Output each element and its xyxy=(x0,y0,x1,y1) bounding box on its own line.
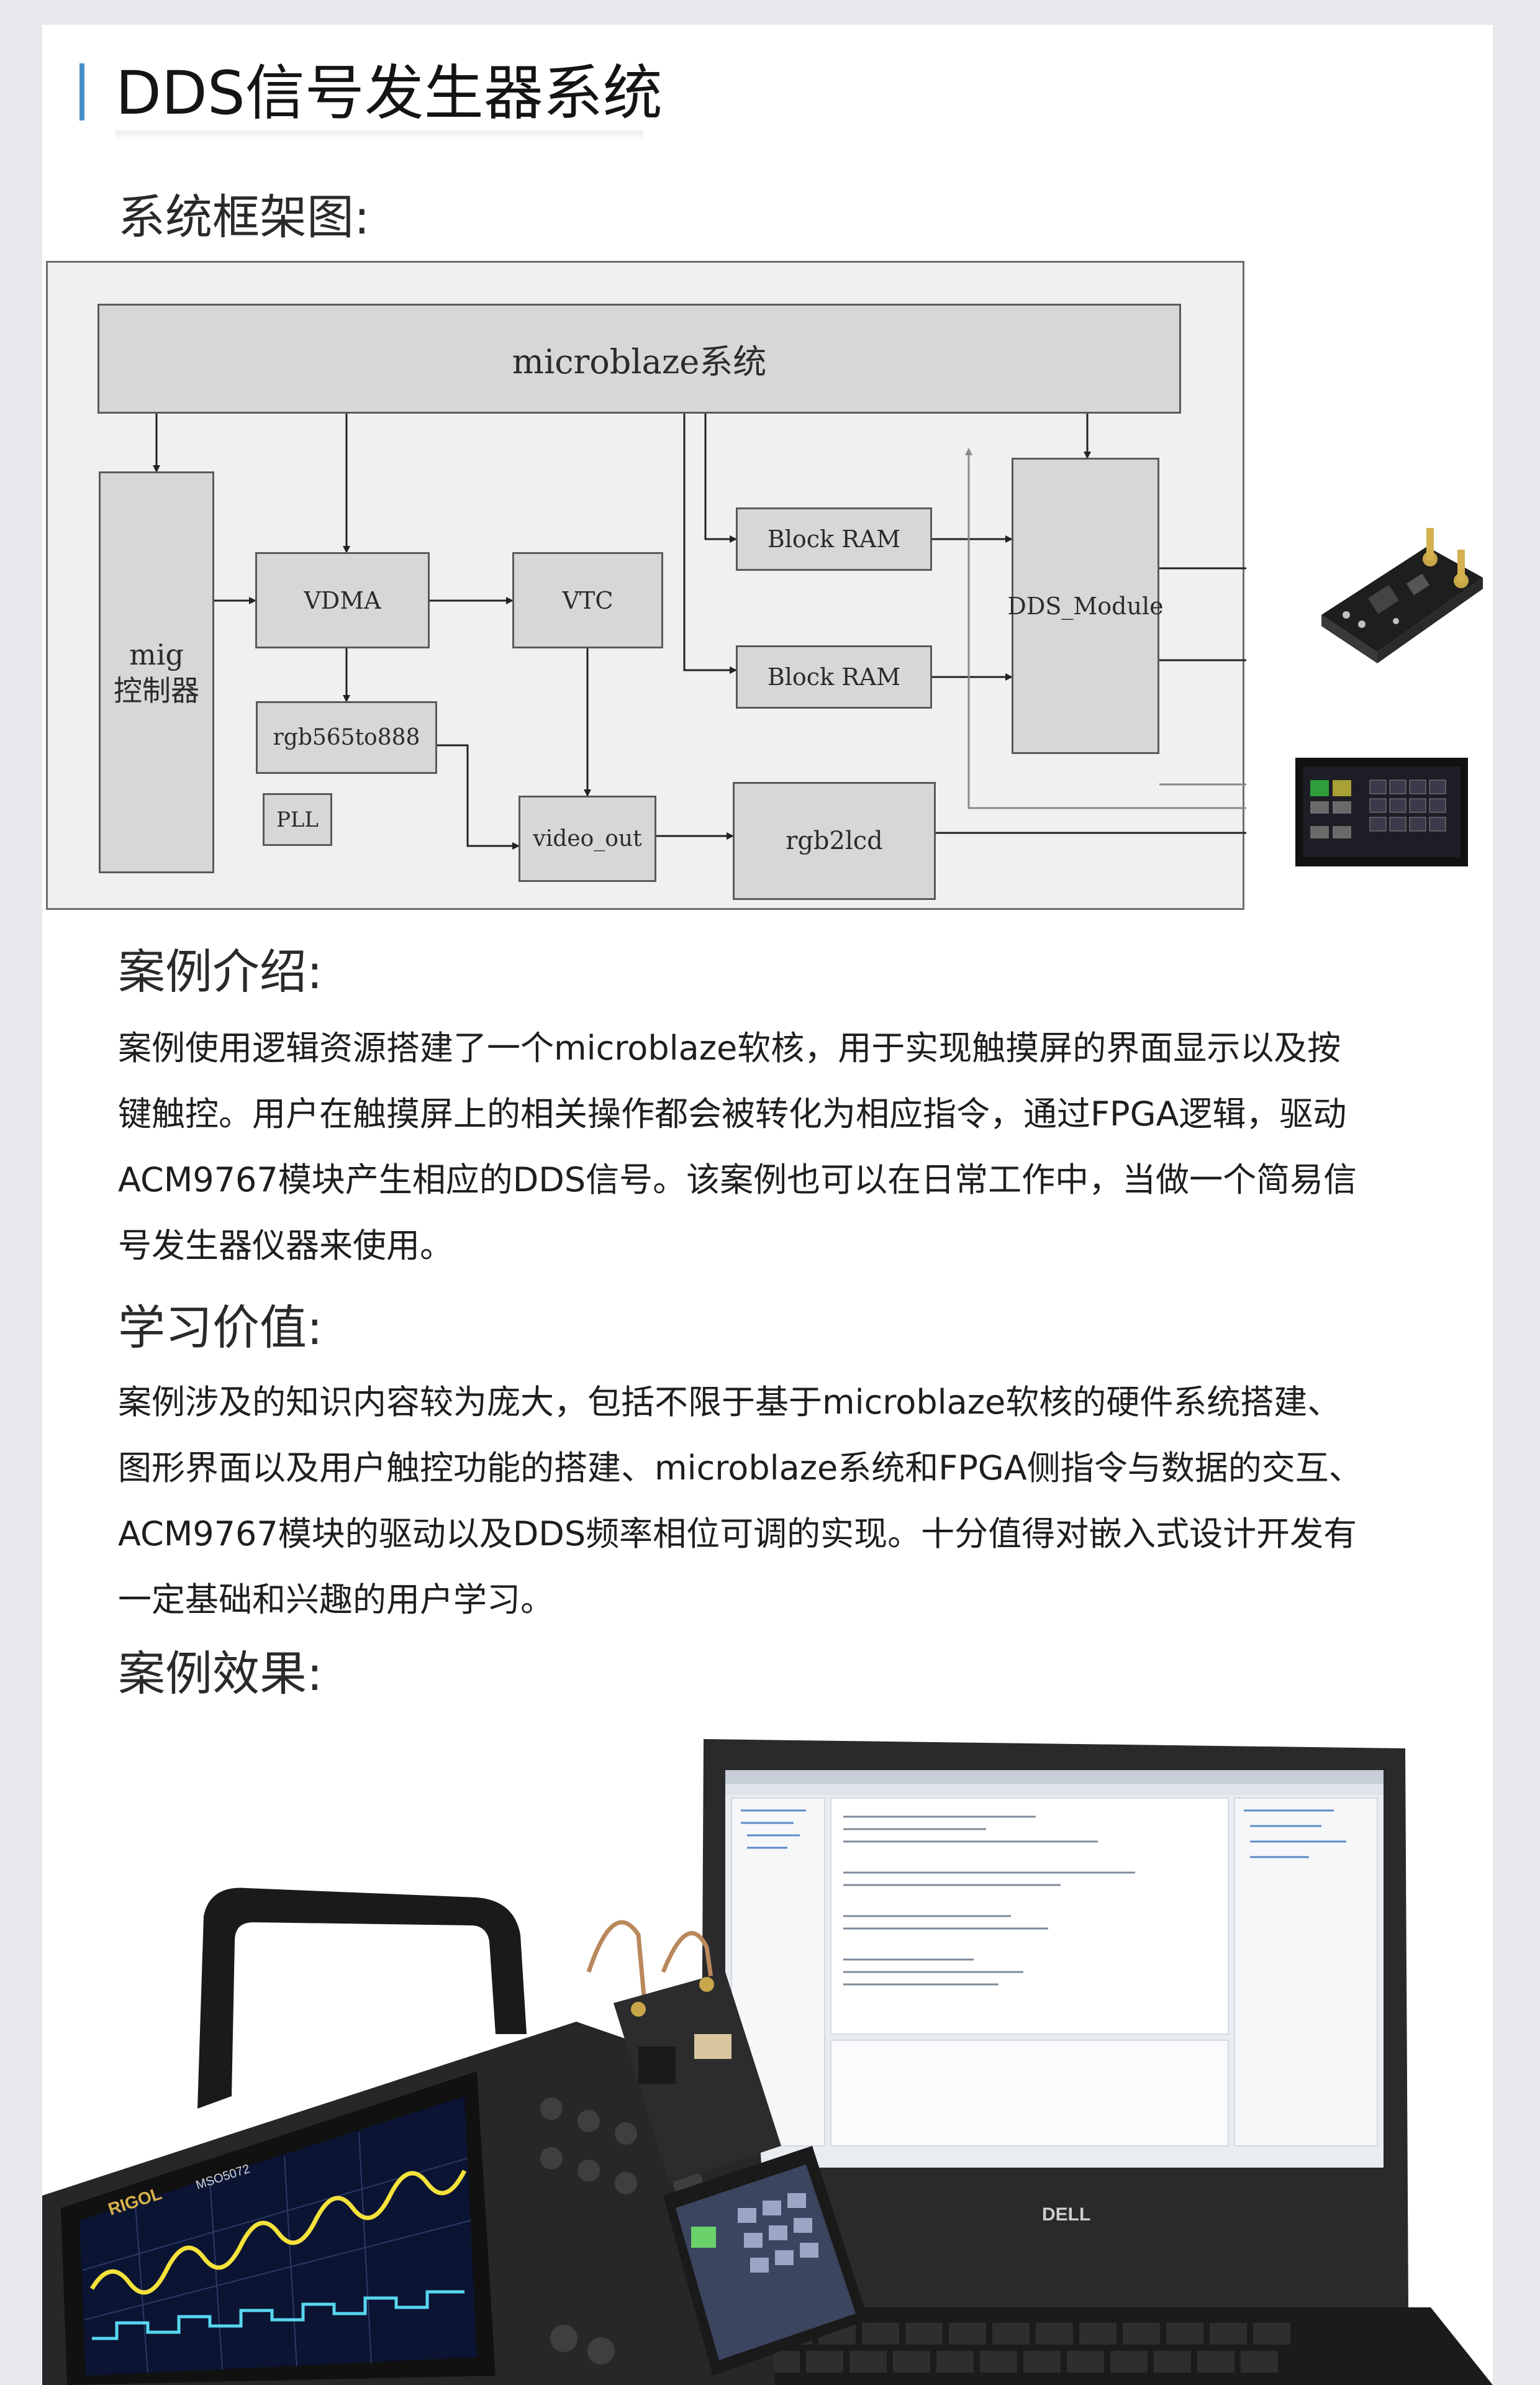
intro-line-3: ACM9767模块产生相应的DDS信号。该案例也可以在日常工作中，当做一个简易信 xyxy=(118,1160,1357,1199)
demo-photo-illustration: DELL xyxy=(42,1739,1493,2385)
block-video-out-label: video_out xyxy=(533,826,642,852)
block-rgb2lcd-label: rgb2lcd xyxy=(786,827,883,855)
section-heading-intro: 案例介绍: xyxy=(118,944,323,999)
acm9767-board-image xyxy=(1321,528,1483,663)
block-mig-label-line1: mig xyxy=(129,637,184,671)
block-vdma: VDMA xyxy=(255,552,430,648)
block-dds-module: DDS_Module xyxy=(1007,458,1164,754)
block-pll: PLL xyxy=(263,793,332,846)
block-vdma-label: VDMA xyxy=(304,586,381,614)
lcd-touchscreen-image xyxy=(1295,758,1468,866)
title-accent-bar xyxy=(79,63,84,120)
block-block-ram-2: Block RAM xyxy=(736,645,932,709)
section-heading-framework: 系统框架图: xyxy=(118,189,370,245)
block-block-ram-1-label: Block RAM xyxy=(767,525,901,553)
oscilloscope-image: RIGOL MSO5072 xyxy=(42,1888,775,2385)
block-mig-controller: mig 控制器 xyxy=(99,471,214,873)
value-line-4: 一定基础和兴趣的用户学习。 xyxy=(118,1580,554,1619)
system-block-diagram: microblaze系统 mig 控制器 VDMA VTC rgb565to88… xyxy=(46,261,1246,910)
value-line-1: 案例涉及的知识内容较为庞大，包括不限于基于microblaze软核的硬件系统搭建… xyxy=(118,1383,1341,1422)
value-line-2: 图形界面以及用户触控功能的搭建、microblaze系统和FPGA侧指令与数据的… xyxy=(118,1448,1362,1488)
block-video-out: video_out xyxy=(519,796,656,882)
block-dds-module-label: DDS_Module xyxy=(1007,592,1164,620)
block-rgb565to888: rgb565to888 xyxy=(256,701,437,774)
block-block-ram-1: Block RAM xyxy=(736,507,932,571)
section-heading-value: 学习价值: xyxy=(118,1300,323,1355)
block-mig-label-line2: 控制器 xyxy=(114,673,199,707)
dev-board-image xyxy=(586,1920,868,2376)
diagram-wires xyxy=(153,414,1246,850)
block-block-ram-2-label: Block RAM xyxy=(767,663,901,691)
title-underline xyxy=(116,130,643,140)
intro-line-2: 键触控。用户在触摸屏上的相关操作都会被转化为相应指令，通过FPGA逻辑，驱动 xyxy=(118,1094,1347,1133)
intro-line-4: 号发生器仪器来使用。 xyxy=(118,1226,453,1265)
block-vtc: VTC xyxy=(512,552,663,648)
section-heading-effect: 案例效果: xyxy=(118,1646,323,1701)
value-paragraph: 案例涉及的知识内容较为庞大，包括不限于基于microblaze软核的硬件系统搭建… xyxy=(118,1370,1472,1633)
block-microblaze-label: microblaze系统 xyxy=(512,342,767,381)
block-rgb2lcd: rgb2lcd xyxy=(733,782,936,900)
intro-line-1: 案例使用逻辑资源搭建了一个microblaze软核，用于实现触摸屏的界面显示以及… xyxy=(118,1029,1341,1068)
laptop-brand-logo: DELL xyxy=(1042,2204,1090,2225)
intro-paragraph: 案例使用逻辑资源搭建了一个microblaze软核，用于实现触摸屏的界面显示以及… xyxy=(118,1015,1472,1279)
laptop-image: DELL xyxy=(638,1739,1493,2385)
value-line-3: ACM9767模块的驱动以及DDS频率相位可调的实现。十分值得对嵌入式设计开发有 xyxy=(118,1514,1357,1553)
block-rgb565to888-label: rgb565to888 xyxy=(273,725,420,750)
block-microblaze: microblaze系统 xyxy=(97,304,1181,414)
demo-photo: DELL xyxy=(42,1711,1493,2385)
page-title: DDS信号发生器系统 xyxy=(116,58,663,128)
content-card: DDS信号发生器系统 系统框架图: xyxy=(42,25,1493,2385)
block-vtc-label: VTC xyxy=(562,586,614,614)
block-pll-label: PLL xyxy=(276,807,319,832)
